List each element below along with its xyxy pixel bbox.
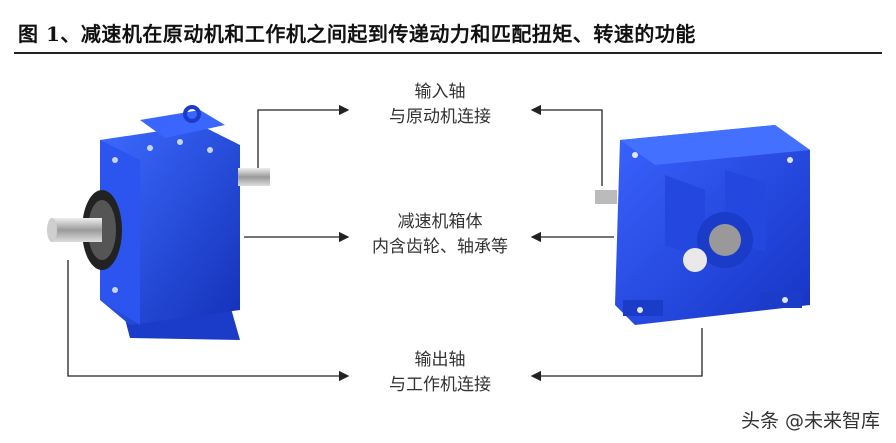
callout-housing: 减速机箱体 内含齿轮、轴承等 <box>350 210 530 260</box>
helical-gear-reducer-image <box>47 105 270 340</box>
title-underline <box>14 52 882 54</box>
callout-housing-title: 减速机箱体 <box>397 212 483 232</box>
callout-output-desc: 与工作机连接 <box>389 375 491 395</box>
callout-input-title: 输入轴 <box>414 82 466 102</box>
source-watermark: 头条 @未来智库 <box>740 410 880 432</box>
arrow-output-right <box>530 328 703 382</box>
callout-output-shaft: 输出轴 与工作机连接 <box>350 348 530 398</box>
arrow-input-left <box>257 104 350 180</box>
callout-input-shaft: 输入轴 与原动机连接 <box>350 80 530 130</box>
figure-title: 图 1、减速机在原动机和工作机之间起到传递动力和匹配扭矩、转速的功能 <box>18 22 696 46</box>
callout-housing-desc: 内含齿轮、轴承等 <box>372 237 508 257</box>
parallel-shaft-reducer-image <box>595 125 810 325</box>
callout-output-title: 输出轴 <box>414 350 466 370</box>
arrow-input-right <box>530 104 603 186</box>
arrow-output-left <box>67 260 350 382</box>
callout-input-desc: 与原动机连接 <box>389 107 491 127</box>
